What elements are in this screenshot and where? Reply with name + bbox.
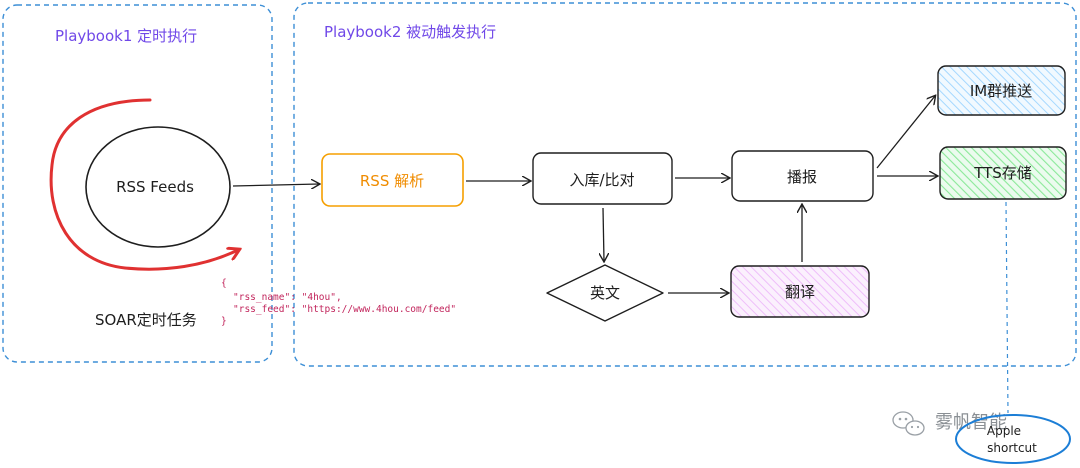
json-key-rss-feed: "rss_feed": <box>233 304 296 315</box>
rss-feeds-label: RSS Feeds <box>116 178 194 196</box>
store-compare-label: 入库/比对 <box>569 171 634 189</box>
schedule-loop-arrow <box>49 98 238 271</box>
json-key-rss-name: "rss_name": <box>233 292 296 303</box>
english-label: 英文 <box>590 284 620 302</box>
im-push-label: IM群推送 <box>970 82 1032 100</box>
json-value-rss-name: "4hou", <box>296 292 342 303</box>
rss-feeds-node: RSS Feeds <box>85 126 231 248</box>
apple-shortcut-line1: Apple <box>987 424 1021 438</box>
playbook2-panel: Playbook2 被动触发执行 <box>293 2 1077 367</box>
arrow-broadcast-to-im <box>876 96 935 169</box>
soar-task-label: SOAR定时任务 <box>95 311 197 329</box>
tts-store-node: TTS存储 <box>939 146 1067 200</box>
wechat-icon <box>892 411 925 436</box>
playbook2-title: Playbook2 被动触发执行 <box>324 23 496 41</box>
broadcast-node: 播报 <box>731 150 874 202</box>
tts-to-shortcut-connector <box>1005 201 1009 414</box>
im-push-node: IM群推送 <box>937 65 1066 116</box>
json-open-brace: { <box>221 278 227 289</box>
playbook1-title: Playbook1 定时执行 <box>55 27 197 45</box>
json-value-rss-feed: "https://www.4hou.com/feed" <box>296 304 456 315</box>
json-snippet: { "rss_name": "4hou", "rss_feed": "https… <box>221 278 456 327</box>
json-close-brace: } <box>221 316 227 327</box>
translate-node: 翻译 <box>730 265 870 318</box>
tts-store-label: TTS存储 <box>973 164 1032 182</box>
arrow-feeds-to-parse <box>232 184 319 186</box>
svg-text:"rss_feed": "https://www.4hou.: "rss_feed": "https://www.4hou.com/feed" <box>233 304 456 315</box>
broadcast-label: 播报 <box>787 168 817 186</box>
apple-shortcut-node: Apple shortcut <box>955 414 1071 464</box>
translate-label: 翻译 <box>785 283 815 301</box>
english-decision-node: 英文 <box>546 264 664 322</box>
svg-text:"rss_name": "4hou",: "rss_name": "4hou", <box>233 292 342 303</box>
apple-shortcut-line2: shortcut <box>987 441 1037 455</box>
rss-parse-node: RSS 解析 <box>321 153 464 207</box>
rss-parse-label: RSS 解析 <box>360 172 424 190</box>
arrow-store-to-english <box>603 207 604 261</box>
store-compare-node: 入库/比对 <box>532 152 673 205</box>
playbook1-panel: Playbook1 定时执行 <box>2 4 273 363</box>
